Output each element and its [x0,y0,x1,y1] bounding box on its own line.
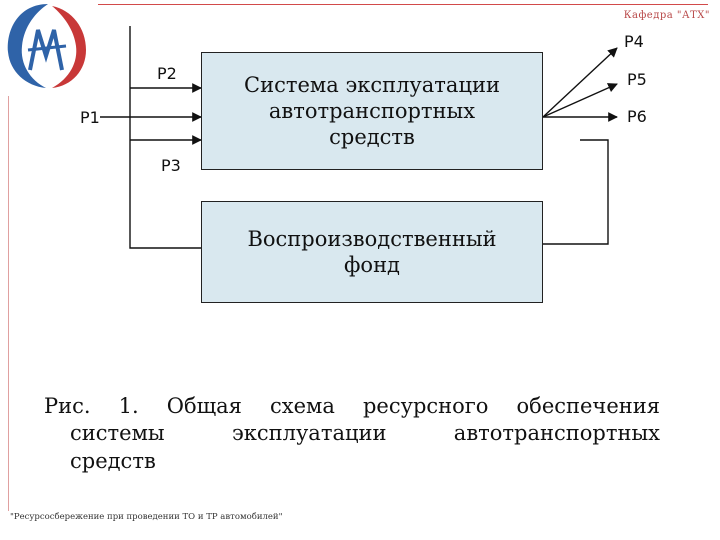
label-p1: P1 [80,108,100,127]
feedback-loop-left [129,26,201,249]
fund-box-line-2: фонд [343,253,400,277]
output-arrow-p4 [542,47,618,118]
footer-text: "Ресурсосбережение при проведении ТО и Т… [10,512,283,522]
figure-caption: Рис. 1. Общая схема ресурсного обеспечен… [44,393,660,475]
label-p2: P2 [157,64,177,83]
left-margin-rule [8,96,9,511]
caption-line-1: Рис. 1. Общая схема ресурсного обеспечен… [44,394,660,418]
system-box-line-3: средств [329,125,415,150]
label-p4: P4 [624,32,644,51]
caption-line-3: средств [70,448,156,473]
system-box-line-2: автотранспортных [268,98,476,123]
university-logo [7,4,86,88]
system-box: Система эксплуатации автотранспортных ср… [201,52,543,170]
fund-box: Воспроизводственный фонд [201,201,543,303]
label-p5: P5 [627,70,647,89]
feedback-loop-right [543,139,609,245]
system-box-line-1: Система эксплуатации [244,72,500,97]
label-p6: P6 [627,107,647,126]
header-rule [98,4,708,5]
caption-line-2: системы эксплуатации автотранспортных [70,421,660,446]
output-arrow-p5 [542,83,618,118]
fund-box-line-1: Воспроизводственный [247,226,497,251]
department-label: Кафедра "АТХ" [623,10,710,21]
label-p3: P3 [161,156,181,175]
